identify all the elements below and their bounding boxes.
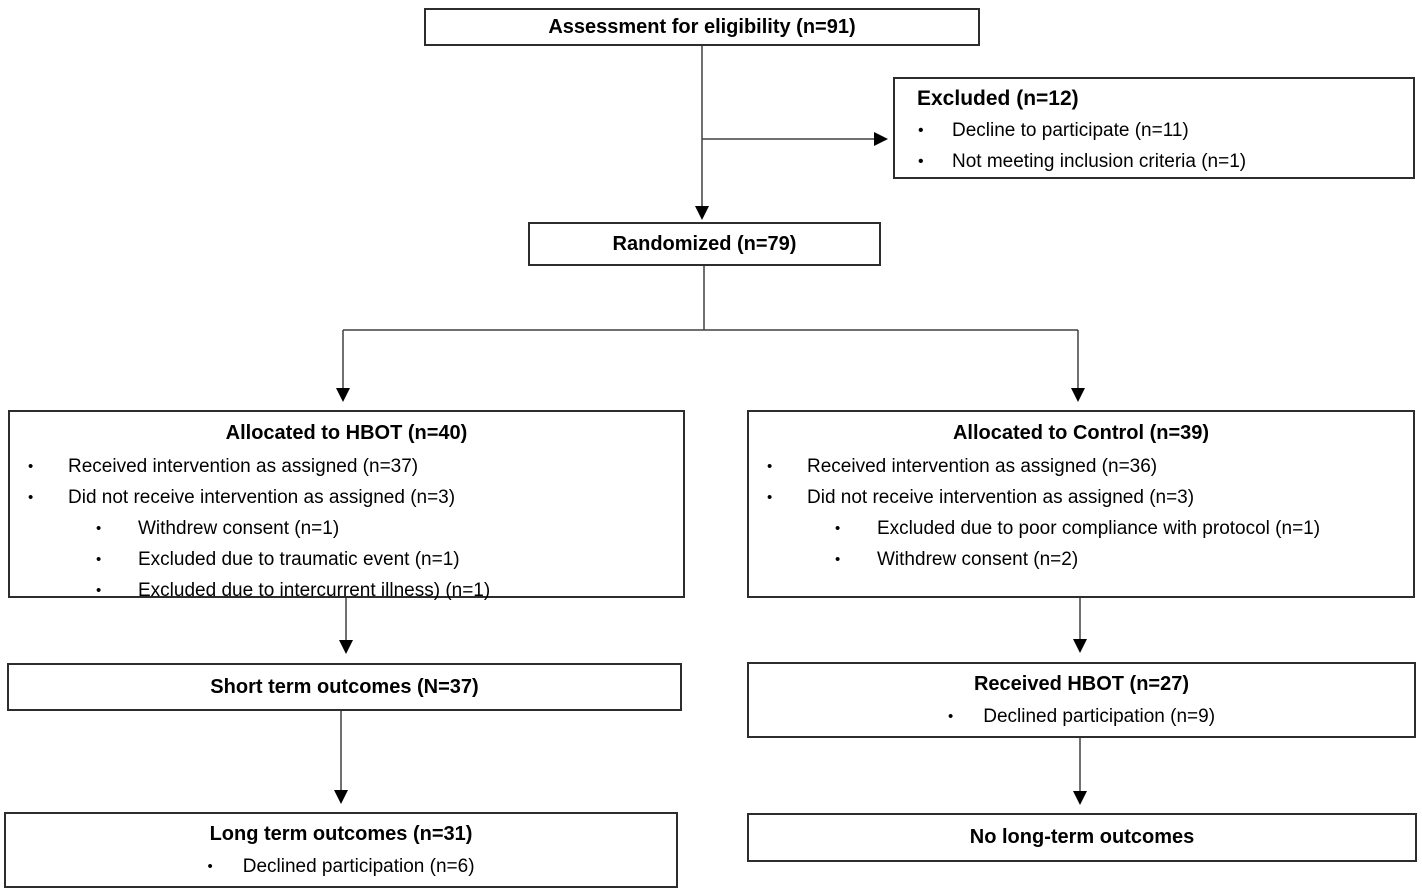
- box-received-hbot: Received HBOT (n=27) Declined participat…: [747, 662, 1416, 738]
- excluded-bullet: Not meeting inclusion criteria (n=1): [917, 146, 1403, 177]
- no-long-term-title: No long-term outcomes: [969, 826, 1195, 848]
- long-term-bullet: Declined participation (n=6): [6, 852, 676, 881]
- box-allocated-hbot: Allocated to HBOT (n=40) Received interv…: [8, 410, 685, 606]
- box-allocated-control: Allocated to Control (n=39) Received int…: [747, 410, 1415, 598]
- allocated-control-title: Allocated to Control (n=39): [952, 422, 1210, 444]
- box-short-term-outcomes: Short term outcomes (N=37): [7, 663, 682, 711]
- allocated-control-sub-bullet: Withdrew consent (n=2): [749, 544, 1413, 575]
- randomized-title: Randomized (n=79): [612, 232, 797, 255]
- short-term-title: Short term outcomes (N=37): [210, 675, 479, 698]
- received-hbot-title: Received HBOT (n=27): [973, 673, 1190, 695]
- box-randomized: Randomized (n=79): [528, 222, 881, 266]
- box-no-long-term-outcomes: No long-term outcomes: [747, 813, 1417, 862]
- allocated-hbot-sub-bullet: Excluded due to traumatic event (n=1): [10, 544, 683, 575]
- box-assessment-eligibility: Assessment for eligibility (n=91): [424, 8, 980, 46]
- box-long-term-outcomes: Long term outcomes (n=31) Declined parti…: [4, 812, 678, 888]
- excluded-bullet: Decline to participate (n=11): [917, 115, 1403, 146]
- received-hbot-bullet: Declined participation (n=9): [749, 702, 1414, 731]
- allocated-control-sub-bullet: Excluded due to poor compliance with pro…: [749, 513, 1413, 544]
- box-excluded: Excluded (n=12) Decline to participate (…: [893, 77, 1415, 179]
- allocated-hbot-sub-bullet: Excluded due to intercurrent illness) (n…: [10, 575, 683, 606]
- excluded-title: Excluded (n=12): [917, 87, 1079, 110]
- allocated-hbot-sub-bullet: Withdrew consent (n=1): [10, 513, 683, 544]
- allocated-control-bullet: Received intervention as assigned (n=36): [749, 451, 1413, 482]
- allocated-hbot-title: Allocated to HBOT (n=40): [225, 422, 468, 444]
- assessment-title: Assessment for eligibility (n=91): [548, 15, 856, 38]
- allocated-control-bullet: Did not receive intervention as assigned…: [749, 482, 1413, 513]
- allocated-hbot-bullet: Received intervention as assigned (n=37): [10, 451, 683, 482]
- allocated-hbot-bullet: Did not receive intervention as assigned…: [10, 482, 683, 513]
- long-term-title: Long term outcomes (n=31): [209, 823, 473, 845]
